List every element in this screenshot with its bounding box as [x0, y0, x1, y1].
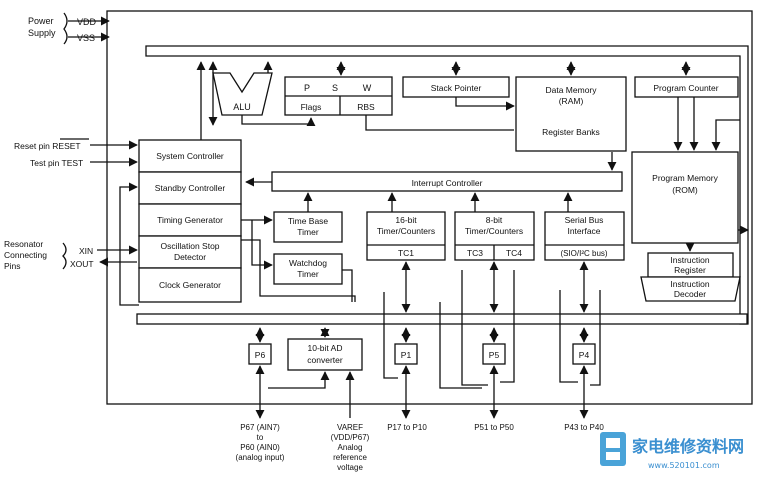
watermark-logo-icon [600, 432, 626, 466]
data-memory-label: Data Memory(RAM) [545, 85, 597, 106]
timer16-block [366, 211, 446, 261]
vdd-label: VDD [77, 17, 97, 27]
watermark-text: 家电维修资料网 [632, 437, 744, 456]
xin-label: XIN [79, 246, 93, 256]
program-counter-label: Program Counter [653, 83, 718, 93]
tc1-label: TC1 [398, 248, 414, 258]
external-pins [62, 12, 589, 419]
program-memory-label: Program Memory(ROM) [652, 173, 718, 195]
alu-label: ALU [233, 102, 251, 112]
data-memory-block [515, 76, 627, 152]
osc-stop-detector-block [138, 235, 242, 269]
port-p5-label: P5 [489, 350, 500, 360]
port-p4-label: P4 [579, 350, 590, 360]
register-banks-label: Register Banks [542, 127, 600, 137]
interrupt-controller-label: Interrupt Controller [412, 178, 483, 188]
psw-s: S [332, 83, 338, 93]
xout-label: XOUT [70, 259, 94, 269]
watermark-url: www.520101.com [648, 461, 720, 470]
alu-block [212, 72, 273, 116]
watermark: 家电维修资料网 www.520101.com [600, 432, 744, 470]
clock-generator-block [138, 267, 242, 303]
test-pin-label: Test pin TEST [30, 158, 83, 168]
instruction-decoder-block [640, 276, 741, 302]
port-p1-label: P1 [401, 350, 412, 360]
timing-generator-label: Timing Generator [157, 215, 223, 225]
reset-pin-label: Reset pin RESET [14, 141, 81, 151]
p1-pins-label: P17 to P10 [387, 423, 427, 432]
flags-label: Flags [301, 102, 322, 112]
rbs-label: RBS [357, 102, 375, 112]
port-p5 [482, 343, 506, 365]
serial-bus-block [544, 211, 625, 261]
psw-p: P [304, 83, 310, 93]
tc4-label: TC4 [506, 248, 522, 258]
tc3-label: TC3 [467, 248, 483, 258]
system-controller-block [138, 139, 242, 173]
ad-converter-block [287, 338, 363, 371]
p5-pins-label: P51 to P50 [474, 423, 514, 432]
sio-label: (SIO/I²C bus) [560, 249, 607, 258]
time-base-timer-block [273, 211, 343, 243]
watchdog-timer-block [273, 253, 343, 285]
program-memory-block [631, 151, 739, 244]
system-controller-label: System Controller [156, 151, 224, 161]
p4-pins-label: P43 to P40 [564, 423, 604, 432]
clock-generator-label: Clock Generator [159, 280, 221, 290]
standby-controller-label: Standby Controller [155, 183, 226, 193]
psw-w: W [363, 83, 372, 93]
port-p4 [572, 343, 596, 365]
program-counter-block [634, 76, 739, 98]
port-p6-label: P6 [255, 350, 266, 360]
bus-connections [196, 61, 691, 343]
port-p6 [248, 343, 272, 365]
port-p1 [394, 343, 418, 365]
signal-wires [119, 97, 749, 389]
vss-label: VSS [77, 33, 95, 43]
standby-controller-block [138, 171, 242, 205]
internal-bus-bottom [136, 313, 748, 325]
stack-pointer-label: Stack Pointer [431, 83, 482, 93]
